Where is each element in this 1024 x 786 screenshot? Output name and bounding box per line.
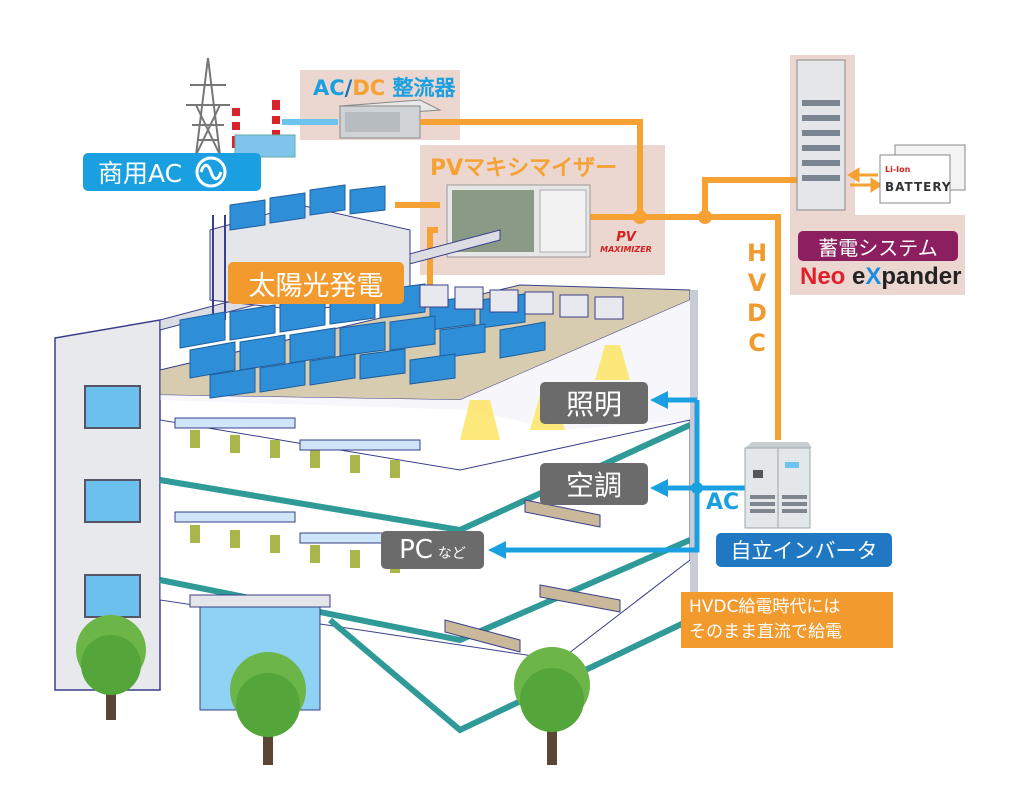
solar-power-label: 太陽光発電 (228, 262, 404, 304)
pv-logo-line1: PV (616, 230, 636, 245)
acdc-dc-text: DC (352, 76, 386, 100)
hvdc-note-box: HVDC給電時代には そのまま直流で給電 (681, 592, 893, 648)
tree-right (514, 647, 590, 765)
outdoor-ac-units (419, 284, 624, 320)
pc-text: PC (399, 535, 433, 565)
ac-distribution-lines (505, 397, 745, 553)
inverter-cabinet-device (744, 442, 812, 529)
pv-maximizer-title: PVマキシマイザー (430, 156, 618, 181)
commercial-ac-text: 商用AC (98, 159, 183, 188)
hvdc-vertical-label: H V D C (744, 238, 770, 358)
acdc-rectifier-title: AC/DC 整流器 (313, 72, 456, 102)
hvdc-letter-v: V (747, 269, 767, 297)
tree-center (230, 652, 306, 765)
note-line1: HVDC給電時代には (689, 597, 841, 617)
acdc-ac-text: AC (313, 76, 345, 100)
battery-icon (879, 144, 966, 204)
inverter-text: 自立インバータ (730, 539, 878, 563)
air-conditioning-label: 空調 (540, 463, 648, 505)
neo-text: Neo (800, 263, 846, 290)
storage-system-text: 蓄電システム (818, 235, 938, 260)
tree-left (76, 615, 146, 720)
hvdc-letter-c: C (748, 329, 766, 357)
solar-power-text: 太陽光発電 (248, 270, 384, 302)
ac-junction (691, 482, 703, 494)
hvdc-power-lines (395, 119, 800, 440)
power-plant-icon (232, 100, 296, 158)
acdc-slash-text: / (344, 76, 353, 100)
commercial-ac-label: 商用AC (83, 153, 261, 191)
note-line2: そのまま直流で給電 (689, 622, 842, 642)
inverter-label: 自立インバータ (716, 533, 892, 567)
ac-sine-wave-icon (195, 156, 227, 188)
battery-exchange-arrows (847, 167, 883, 193)
ac-line-label: AC (706, 490, 740, 515)
hvdc-letter-d: D (747, 299, 767, 327)
pc-suffix-text: など (437, 546, 466, 562)
pv-logo-line2: MAXIMIZER (600, 245, 652, 254)
expander-x-text: X (865, 263, 882, 290)
storage-rack-device (796, 59, 846, 211)
pc-label: PC など (381, 531, 484, 569)
storage-system-label: 蓄電システム (798, 231, 958, 261)
lighting-label: 照明 (540, 382, 648, 424)
battery-liion-text: Li-Ion (885, 165, 911, 174)
solar-panels (179, 184, 546, 399)
lighting-text: 照明 (565, 388, 622, 421)
hvdc-letter-h: H (746, 239, 768, 267)
office-furniture (174, 417, 621, 653)
battery-name-text: BATTERY (885, 180, 952, 194)
pv-maximizer-logo: PV MAXIMIZER (595, 230, 657, 262)
acdc-suffix-text: 整流器 (385, 76, 456, 100)
neo-expander-logo: Neo eXpander (800, 263, 961, 291)
air-conditioning-text: 空調 (565, 469, 622, 502)
expander-e-text: e (852, 263, 866, 290)
hvdc-junctions (633, 210, 712, 224)
expander-pander-text: pander (881, 263, 962, 290)
transmission-tower-icon (186, 57, 230, 156)
ac-arrowheads (488, 391, 668, 559)
